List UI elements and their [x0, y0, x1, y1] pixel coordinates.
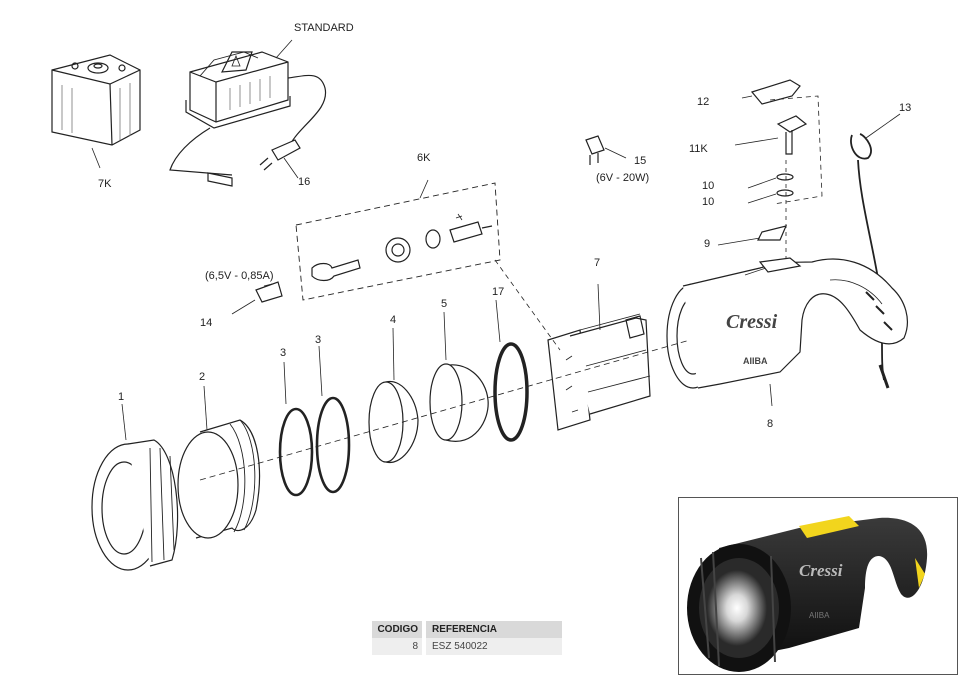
label-15: 15 — [634, 155, 647, 167]
ref-header-codigo: CODIGO — [372, 621, 422, 638]
label-standard: STANDARD — [294, 22, 354, 34]
lamp-body-8: Cressi AIIBA — [666, 257, 908, 407]
body-model: AIIBA — [743, 356, 768, 366]
label-12: 12 — [697, 96, 710, 108]
label-7k: 7K — [98, 178, 112, 190]
o-ring-17 — [493, 299, 529, 442]
product-photo-drawing: Cressi AIIBA — [687, 516, 928, 672]
switch-parts — [717, 79, 823, 260]
reference-table: CODIGO REFERENCIA 8 ESZ 540022 — [372, 621, 562, 655]
center-axis — [199, 339, 691, 481]
reflector-5 — [429, 311, 489, 442]
label-5: 5 — [441, 298, 448, 310]
label-17: 17 — [492, 286, 505, 298]
photo-model: AIIBA — [809, 611, 830, 620]
label-3b: 3 — [315, 334, 322, 346]
lanyard-13 — [850, 113, 901, 389]
bulb-15 — [585, 135, 627, 165]
label-10b: 10 — [702, 196, 715, 208]
label-8: 8 — [767, 418, 774, 430]
body-logo: Cressi — [726, 311, 778, 333]
label-11k: 11K — [689, 143, 708, 155]
label-14: 14 — [200, 317, 213, 329]
label-3a: 3 — [280, 347, 287, 359]
label-4: 4 — [390, 314, 397, 326]
label-1: 1 — [118, 391, 125, 403]
ref-cell-reference: ESZ 540022 — [426, 638, 562, 655]
lens-4 — [368, 327, 419, 464]
label-7: 7 — [594, 257, 601, 269]
charger-16 — [169, 39, 327, 187]
ref-cell-code: 8 — [372, 638, 422, 655]
label-6k: 6K — [417, 152, 431, 164]
threaded-ring-2 — [177, 385, 261, 539]
label-14-spec: (6,5V - 0,85A) — [205, 270, 274, 282]
label-10a: 10 — [702, 180, 715, 192]
battery-holder-7 — [547, 283, 651, 431]
ref-header-referencia: REFERENCIA — [426, 621, 562, 638]
bezel-1 — [91, 403, 179, 571]
label-13: 13 — [899, 102, 912, 114]
label-9: 9 — [704, 238, 711, 250]
product-photo: Cressi AIIBA — [678, 497, 958, 675]
photo-logo: Cressi — [799, 561, 843, 580]
o-rings-3 — [278, 345, 351, 497]
battery-pack-7k — [51, 54, 141, 169]
bulb-14 — [231, 281, 283, 315]
label-2: 2 — [199, 371, 206, 383]
label-15-spec: (6V - 20W) — [596, 172, 650, 184]
lamp-holder-6k — [295, 179, 501, 301]
assembly-guide — [494, 259, 561, 351]
label-16: 16 — [298, 176, 311, 188]
